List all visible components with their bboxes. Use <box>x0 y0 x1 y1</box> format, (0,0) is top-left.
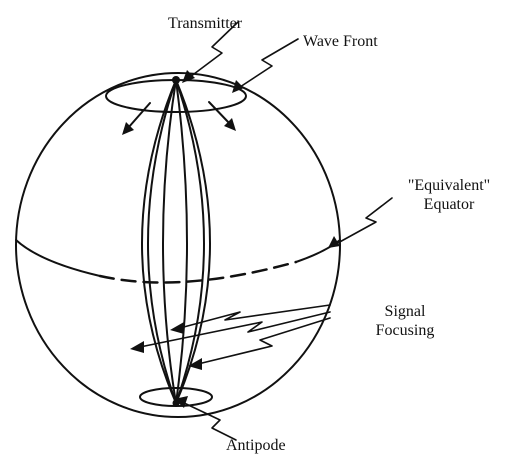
transmitter-label: Transmitter <box>168 14 242 33</box>
focusing-arrow-3 <box>198 318 330 364</box>
meridian-center-left <box>163 80 176 403</box>
signal-focusing-label: Signal Focusing <box>350 302 460 340</box>
equivalent-equator-line1: "Equivalent" <box>394 176 504 195</box>
wavefront-arrow-right <box>209 102 230 124</box>
signal-focusing-line1: Signal <box>350 302 460 321</box>
equator-dashed <box>100 262 296 282</box>
equivalent-equator-label: "Equivalent" Equator <box>394 176 504 214</box>
equator-solid-left <box>16 240 100 276</box>
wavefront-leader <box>240 39 298 87</box>
wave-front-label: Wave Front <box>303 32 378 51</box>
focusing-arrowhead-1 <box>170 322 184 334</box>
wavefront-arrow-left <box>128 103 150 128</box>
equivalent-equator-line2: Equator <box>394 195 504 214</box>
focusing-arrowhead-2 <box>130 341 144 353</box>
signal-focusing-line2: Focusing <box>350 321 460 340</box>
equator-leader <box>336 198 392 244</box>
meridian-inner-right <box>176 80 204 403</box>
sphere-outline <box>16 73 340 417</box>
antipode-label: Antipode <box>226 436 286 455</box>
meridian-center-right <box>176 80 187 403</box>
focusing-arrow-2 <box>140 312 330 347</box>
meridian-inner-left <box>148 80 176 403</box>
transmitter-point <box>172 76 180 84</box>
